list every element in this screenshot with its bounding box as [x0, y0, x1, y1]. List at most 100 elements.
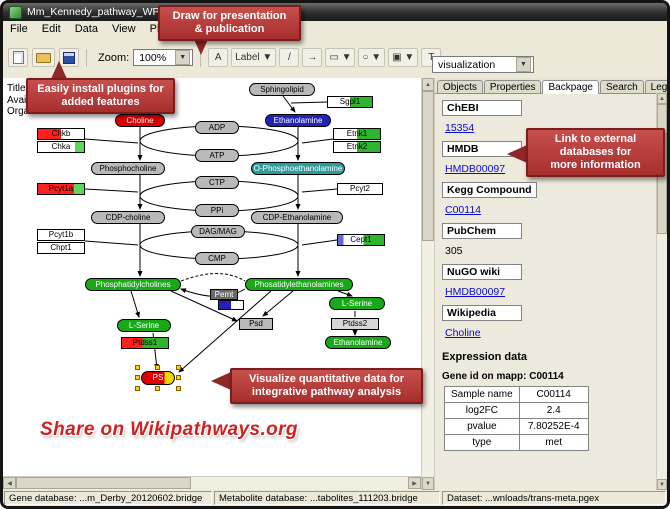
- menu-item-data[interactable]: Data: [74, 23, 98, 35]
- tab-legend[interactable]: Legend: [644, 80, 667, 93]
- backpage-section-header: ChEBI: [442, 100, 522, 116]
- tool-button[interactable]: ▭ ▼: [325, 48, 356, 67]
- tool-button[interactable]: ▣ ▼: [388, 48, 419, 67]
- tab-properties[interactable]: Properties: [483, 80, 542, 93]
- pathway-node[interactable]: Etnk2: [333, 141, 381, 153]
- pathway-node[interactable]: ATP: [195, 149, 239, 162]
- pathway-node[interactable]: O-Phosphoethanolamine: [251, 162, 345, 175]
- backpage-section-header: HMDB: [442, 141, 522, 157]
- selection-handle[interactable]: [135, 386, 140, 391]
- selection-handle[interactable]: [155, 386, 160, 391]
- scroll-up-icon[interactable]: ▲: [657, 93, 667, 104]
- backpage-link[interactable]: C00114: [445, 204, 482, 216]
- pathway-node[interactable]: Pcyt2: [337, 183, 383, 195]
- tab-search[interactable]: Search: [599, 80, 644, 93]
- pathway-node[interactable]: CMP: [195, 252, 239, 265]
- pathway-canvas[interactable]: Title:Availability:Organism: Sphingolipi…: [3, 78, 421, 490]
- pathway-node[interactable]: CDP-choline: [91, 211, 165, 224]
- selection-handle[interactable]: [176, 386, 181, 391]
- backpage-link[interactable]: Choline: [445, 327, 481, 339]
- tool-button[interactable]: →: [302, 48, 323, 67]
- scroll-right-icon[interactable]: ▶: [408, 477, 421, 489]
- title-bar[interactable]: Mm_Kennedy_pathway_WP1771_45176.gpml: [3, 3, 667, 21]
- pathway-node[interactable]: Pemt: [210, 289, 238, 300]
- pathway-node[interactable]: Chpt1: [37, 242, 85, 254]
- expression-data-title: Expression data: [442, 351, 527, 363]
- status-segment: Gene database: ...m_Derby_20120602.bridg…: [4, 491, 212, 505]
- pathway-node[interactable]: [218, 300, 244, 310]
- pathway-node[interactable]: Etnk1: [333, 128, 381, 140]
- horizontal-scroll-thumb[interactable]: [16, 477, 191, 489]
- pathway-node[interactable]: DAG/MAG: [191, 225, 245, 238]
- pathway-node[interactable]: Psd: [239, 318, 273, 330]
- save-icon: [63, 51, 75, 64]
- backpage-link[interactable]: HMDB00097: [445, 286, 506, 298]
- pathway-node[interactable]: Sgpl1: [327, 96, 373, 108]
- zoom-select[interactable]: 100% ▼: [133, 49, 194, 66]
- status-segment: Dataset: ...wnloads/trans-meta.pgex: [442, 491, 666, 505]
- scroll-left-icon[interactable]: ◀: [3, 477, 16, 489]
- pathway-node[interactable]: Phosphatidylcholines: [85, 278, 181, 291]
- scroll-down-icon[interactable]: ▼: [422, 477, 434, 490]
- gene-id-line: Gene id on mapp: C00114: [442, 371, 564, 382]
- selection-handle[interactable]: [155, 365, 160, 370]
- horizontal-scrollbar[interactable]: ◀ ▶: [3, 476, 421, 490]
- new-file-icon: [12, 51, 24, 64]
- vertical-scrollbar[interactable]: ▲ ▼: [421, 78, 434, 490]
- pathway-node[interactable]: Ethanolamine: [265, 114, 331, 127]
- tool-button[interactable]: ○ ▼: [358, 48, 386, 67]
- scroll-up-icon[interactable]: ▲: [422, 78, 434, 91]
- pathway-node[interactable]: Choline: [115, 114, 165, 127]
- pathway-node[interactable]: PPi: [195, 204, 239, 217]
- expression-cell: pvalue: [444, 418, 520, 435]
- pathway-node[interactable]: L-Serine: [117, 319, 171, 332]
- pathway-node[interactable]: Ptdss1: [121, 337, 169, 349]
- selection-handle[interactable]: [176, 365, 181, 370]
- pathway-node[interactable]: PS: [141, 371, 175, 385]
- tab-objects[interactable]: Objects: [437, 80, 483, 93]
- backpage-section-header: PubChem: [442, 223, 522, 239]
- pathway-node[interactable]: CTP: [195, 176, 239, 189]
- pathway-node[interactable]: Cept1: [337, 234, 385, 246]
- expression-cell: Sample name: [444, 386, 520, 403]
- pathway-node[interactable]: Sphingolipid: [249, 83, 315, 96]
- backpage-link[interactable]: HMDB00097: [445, 163, 506, 175]
- menu-item-view[interactable]: View: [111, 23, 136, 35]
- callout-plugins: Easily install plugins for added feature…: [26, 78, 175, 114]
- menu-item-edit[interactable]: Edit: [41, 23, 61, 35]
- pathway-node[interactable]: Chkb: [37, 128, 85, 140]
- selection-handle[interactable]: [135, 365, 140, 370]
- visualization-value: visualization: [438, 58, 496, 71]
- pathway-node[interactable]: Ptdss2: [331, 318, 379, 330]
- expression-cell: 2.4: [518, 402, 589, 419]
- tool-button[interactable]: /: [279, 48, 300, 67]
- visualization-select[interactable]: visualization ▼: [432, 56, 534, 73]
- vertical-scroll-thumb[interactable]: [422, 91, 434, 241]
- open-file-button[interactable]: [32, 48, 55, 67]
- selection-handle[interactable]: [176, 375, 181, 380]
- menu-item-file[interactable]: File: [10, 23, 28, 35]
- scroll-down-icon[interactable]: ▼: [657, 479, 667, 490]
- tool-button[interactable]: A: [208, 48, 229, 67]
- pathway-info-line: Title:: [7, 83, 29, 94]
- pathway-node[interactable]: Pcyt1b: [37, 229, 85, 241]
- new-file-button[interactable]: [8, 48, 28, 67]
- pathway-node[interactable]: Phosphocholine: [91, 162, 165, 175]
- tool-button[interactable]: Label ▼: [231, 48, 277, 67]
- pathway-node[interactable]: ADP: [195, 121, 239, 134]
- open-folder-icon: [36, 52, 51, 63]
- callout-link: Link to external databases for more info…: [526, 128, 665, 177]
- selection-handle[interactable]: [135, 375, 140, 380]
- pathway-node[interactable]: Pcyt1a: [37, 183, 85, 195]
- pathway-node[interactable]: L-Serine: [329, 297, 385, 310]
- pathway-node[interactable]: Chka: [37, 141, 85, 153]
- pathway-node[interactable]: CDP-Ethanolamine: [251, 211, 343, 224]
- app-icon: [9, 5, 22, 19]
- pathway-node[interactable]: Phosatidylethanolamines: [245, 278, 353, 291]
- pathway-node[interactable]: Ethanolamine: [325, 336, 391, 349]
- tab-backpage[interactable]: Backpage: [542, 80, 599, 94]
- backpage-link[interactable]: 15354: [445, 122, 475, 134]
- chevron-down-icon: ▼: [516, 57, 531, 72]
